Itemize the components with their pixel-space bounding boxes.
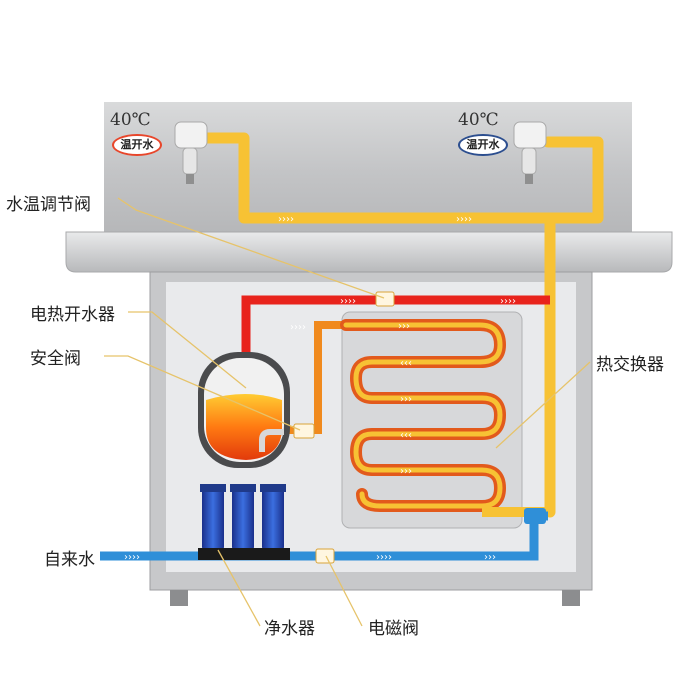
svg-text:››››: ›››› — [456, 214, 472, 225]
label-temp-valve: 水温调节阀 — [6, 195, 91, 215]
foot-right — [562, 590, 580, 606]
label-solenoid-valve: 电磁阀 — [368, 619, 419, 639]
outlet-left-badge: 温开水 — [112, 134, 162, 156]
warm-pipe — [194, 132, 604, 518]
svg-text:››››: ›››› — [124, 552, 140, 563]
svg-text:››››: ›››› — [376, 552, 392, 563]
svg-text:›››: ››› — [484, 552, 496, 563]
heat-exchanger-coil — [340, 319, 506, 512]
outlet-right-badge: 温开水 — [458, 134, 508, 156]
svg-text:›››: ››› — [400, 394, 412, 405]
faucet-right — [513, 121, 547, 184]
temp-valve-box — [375, 291, 395, 307]
hot-pipe — [241, 295, 550, 352]
label-purifier: 净水器 — [264, 619, 315, 639]
svg-text:›››: ››› — [400, 466, 412, 477]
svg-text:››››: ›››› — [290, 322, 306, 333]
svg-text:››››: ›››› — [340, 296, 356, 307]
foot-left — [170, 590, 188, 606]
water-heater — [198, 352, 290, 468]
faucet-left — [174, 121, 208, 184]
label-heater: 电热开水器 — [30, 305, 115, 325]
svg-text:‹‹‹: ‹‹‹ — [400, 358, 412, 369]
callout-lines — [104, 197, 591, 627]
label-heat-exchanger: 热交换器 — [596, 355, 664, 375]
outlet-right-temperature: 40℃ — [458, 110, 499, 130]
svg-text:››››: ›››› — [500, 296, 516, 307]
solenoid-valve-box — [315, 548, 335, 564]
filters — [198, 484, 290, 560]
outlet-left-temperature: 40℃ — [110, 110, 151, 130]
svg-text:‹‹‹: ‹‹‹ — [400, 430, 412, 441]
flow-arrows: ›››› ›››› ›››› ›››› ›››› ››› ‹‹‹ ››› ‹‹‹… — [124, 214, 516, 563]
basin — [65, 231, 673, 273]
svg-text:›››: ››› — [398, 321, 410, 332]
coupler — [524, 508, 546, 524]
label-safety-valve: 安全阀 — [30, 349, 81, 369]
svg-text:››››: ›››› — [278, 214, 294, 225]
label-tap-water: 自来水 — [44, 550, 95, 570]
safety-valve-box — [293, 423, 315, 439]
